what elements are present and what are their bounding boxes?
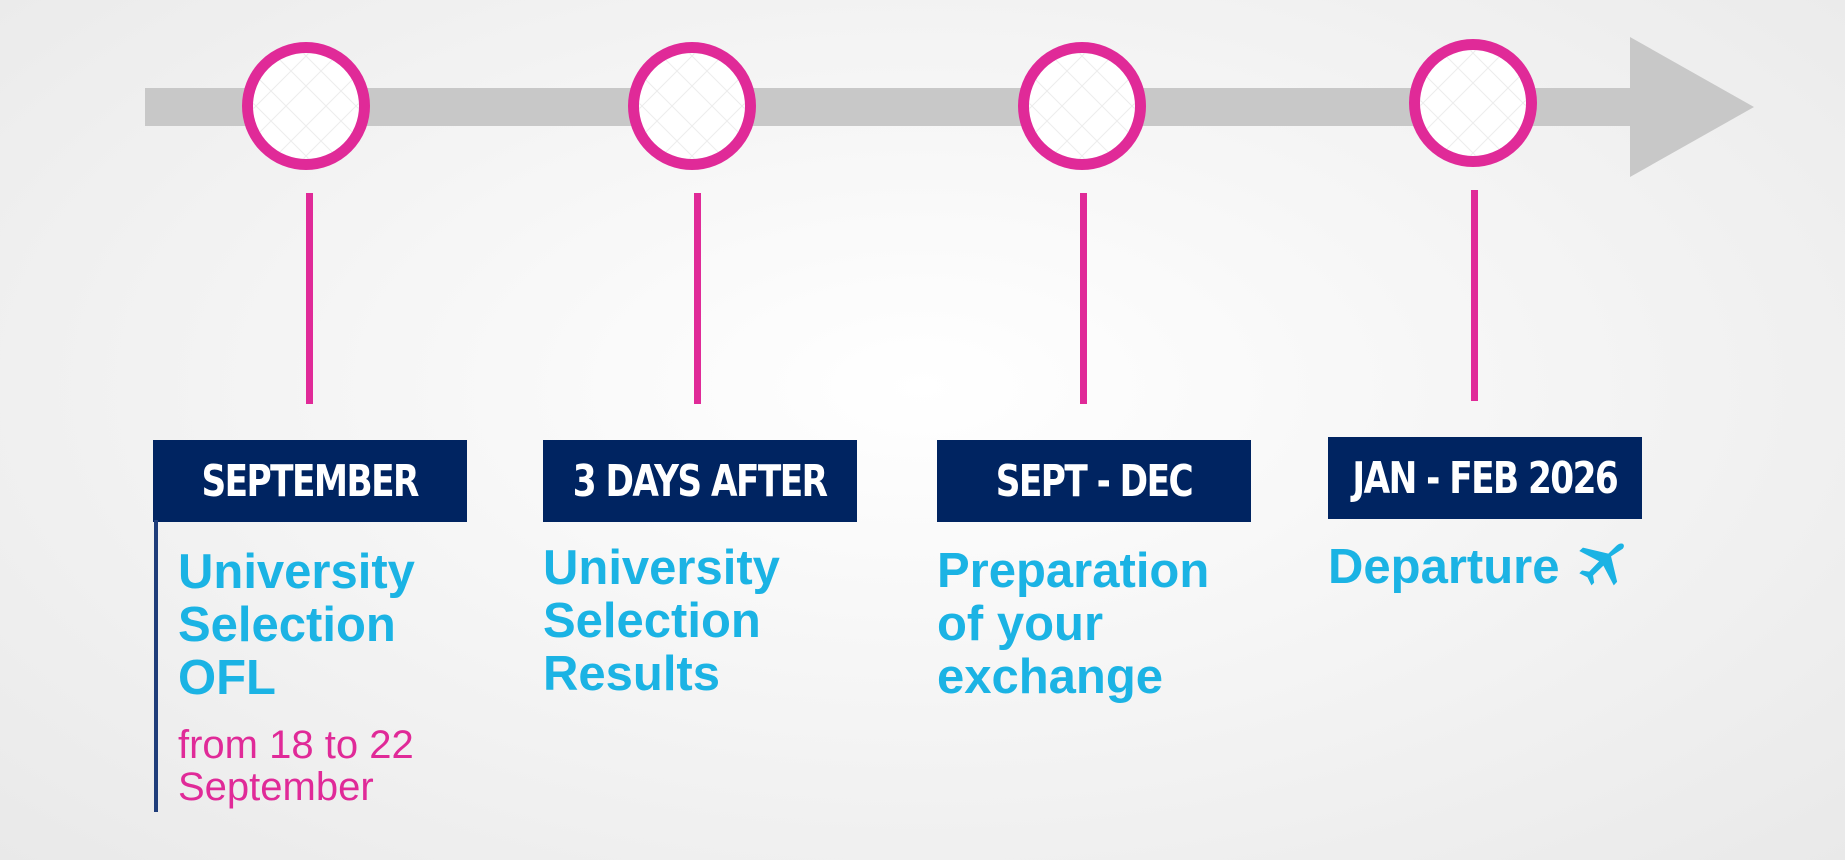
- step-2-title: University Selection Results: [543, 542, 780, 701]
- timeline-arrow-head: [1630, 37, 1754, 177]
- step-4-title-line: Departure: [1328, 540, 1560, 594]
- date-label-1: SEPTEMBER: [153, 440, 467, 522]
- step-1-subtitle: from 18 to 22 September: [178, 724, 414, 808]
- step-1-accent-line: [154, 520, 158, 812]
- step-2-title-line: Results: [543, 647, 721, 701]
- step-1-subtitle-line: from 18 to 22: [178, 723, 414, 767]
- timeline-node-2: [628, 42, 756, 170]
- timeline-node-4: [1409, 39, 1537, 167]
- step-1-title-line: University: [178, 545, 415, 599]
- date-label-2: 3 DAYS AFTER: [543, 440, 857, 522]
- timeline-node-1: [242, 42, 370, 170]
- placeholder-pattern-icon: [1029, 53, 1135, 159]
- placeholder-pattern-icon: [1420, 50, 1526, 156]
- step-1-title-line: Selection: [178, 598, 396, 652]
- date-label-4: JAN - FEB 2026: [1328, 437, 1642, 519]
- date-label-4-text: JAN - FEB 2026: [1352, 452, 1619, 504]
- step-1-subtitle-line: September: [178, 765, 374, 809]
- date-label-3: SEPT - DEC: [937, 440, 1251, 522]
- placeholder-pattern-icon: [253, 53, 359, 159]
- step-2-title-line: Selection: [543, 594, 761, 648]
- step-2-title-line: University: [543, 541, 780, 595]
- timeline-stem-1: [306, 193, 313, 404]
- step-3-title-line: exchange: [937, 650, 1164, 704]
- timeline-node-3: [1018, 42, 1146, 170]
- step-1-title: University Selection OFL: [178, 546, 415, 705]
- step-3-title: Preparation of your exchange: [937, 545, 1209, 704]
- date-label-3-text: SEPT - DEC: [995, 455, 1194, 507]
- timeline-stem-4: [1471, 190, 1478, 401]
- timeline-stem-2: [694, 193, 701, 404]
- step-3-title-line: of your: [937, 597, 1104, 651]
- step-3-title-line: Preparation: [937, 544, 1210, 598]
- step-1-title-line: OFL: [178, 651, 276, 705]
- timeline-arrow-shaft: [145, 88, 1645, 126]
- timeline-stem-3: [1080, 193, 1087, 404]
- date-label-2-text: 3 DAYS AFTER: [573, 455, 828, 507]
- airplane-icon: [1571, 541, 1625, 598]
- date-label-1-text: SEPTEMBER: [201, 455, 420, 507]
- step-4-title: Departure: [1328, 541, 1625, 598]
- placeholder-pattern-icon: [639, 53, 745, 159]
